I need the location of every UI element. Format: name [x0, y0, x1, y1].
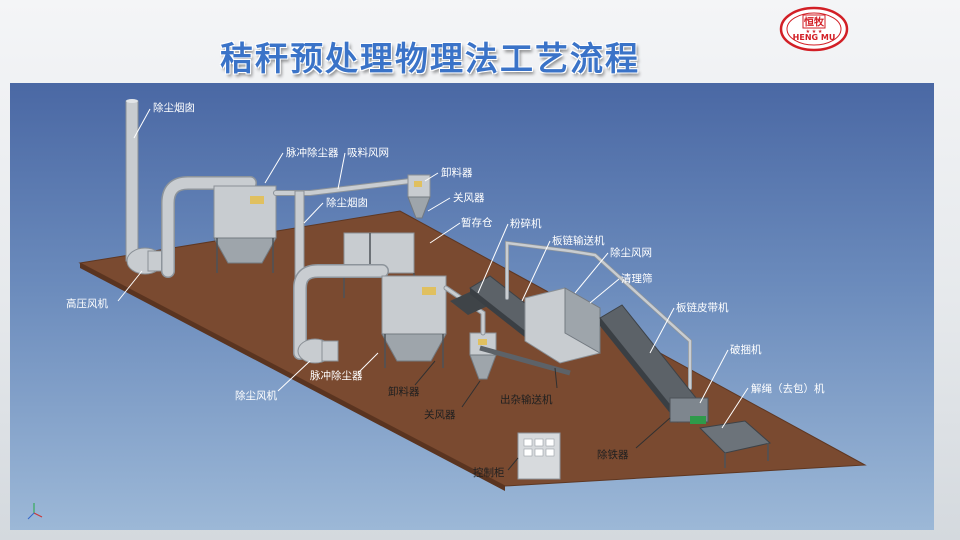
crusher — [450, 291, 490, 315]
label-high-pressure-fan: 高压风机 — [66, 297, 108, 310]
svg-text:★ ★ ★: ★ ★ ★ — [806, 29, 823, 35]
label-control-cabinet: 控制柜 — [473, 466, 505, 479]
label-dust-fan-net: 除尘风网 — [610, 246, 652, 259]
rope-remover — [698, 420, 772, 454]
label-pulse-collector-top: 脉冲除尘器 — [286, 146, 339, 159]
dust-chimney-left — [125, 100, 139, 262]
logo-bottom-text: HENG MU — [793, 33, 836, 42]
label-chain-conveyor: 板链输送机 — [552, 234, 605, 247]
label-iron-remover: 除铁器 — [597, 448, 629, 461]
process-diagram: 除尘烟囱 脉冲除尘器 吸料风网 卸料器 除尘烟囱 关风器 暂存仓 粉碎机 板链输… — [10, 83, 934, 530]
label-chain-belt: 板链皮带机 — [676, 301, 729, 314]
iron-remover — [690, 416, 706, 424]
label-closing-fan-top: 关风器 — [453, 191, 485, 204]
label-suction-fan-net: 吸料风网 — [347, 146, 389, 159]
label-dust-fan: 除尘风机 — [235, 389, 277, 402]
label-chimney-top: 除尘烟囱 — [153, 101, 195, 114]
axis-indicator — [27, 503, 43, 520]
label-unloader-bottom: 卸料器 — [388, 385, 420, 398]
label-cleaning-screen: 清理筛 — [621, 272, 653, 285]
pulse-dust-collector-top — [213, 185, 277, 239]
label-temp-bin: 暂存仓 — [461, 216, 493, 229]
hengmu-logo: 恒牧 HENG MU ★ ★ ★ — [779, 6, 849, 52]
label-bale-breaker: 破捆机 — [730, 343, 762, 356]
label-rope-remover: 解绳（去包）机 — [751, 382, 825, 395]
label-chimney-mid: 除尘烟囱 — [326, 196, 368, 209]
label-unloader-top: 卸料器 — [441, 166, 473, 179]
label-closing-fan-bottom: 关风器 — [424, 408, 456, 421]
page-title: 秸秆预处理物理法工艺流程 — [220, 39, 640, 78]
label-pulse-collector-bottom: 脉冲除尘器 — [310, 369, 363, 382]
label-impurity-conveyor: 出杂输送机 — [500, 393, 553, 406]
pulse-dust-collector-bottom — [381, 275, 447, 335]
label-crusher: 粉碎机 — [510, 217, 542, 230]
logo-top-text: 恒牧 — [804, 16, 825, 29]
